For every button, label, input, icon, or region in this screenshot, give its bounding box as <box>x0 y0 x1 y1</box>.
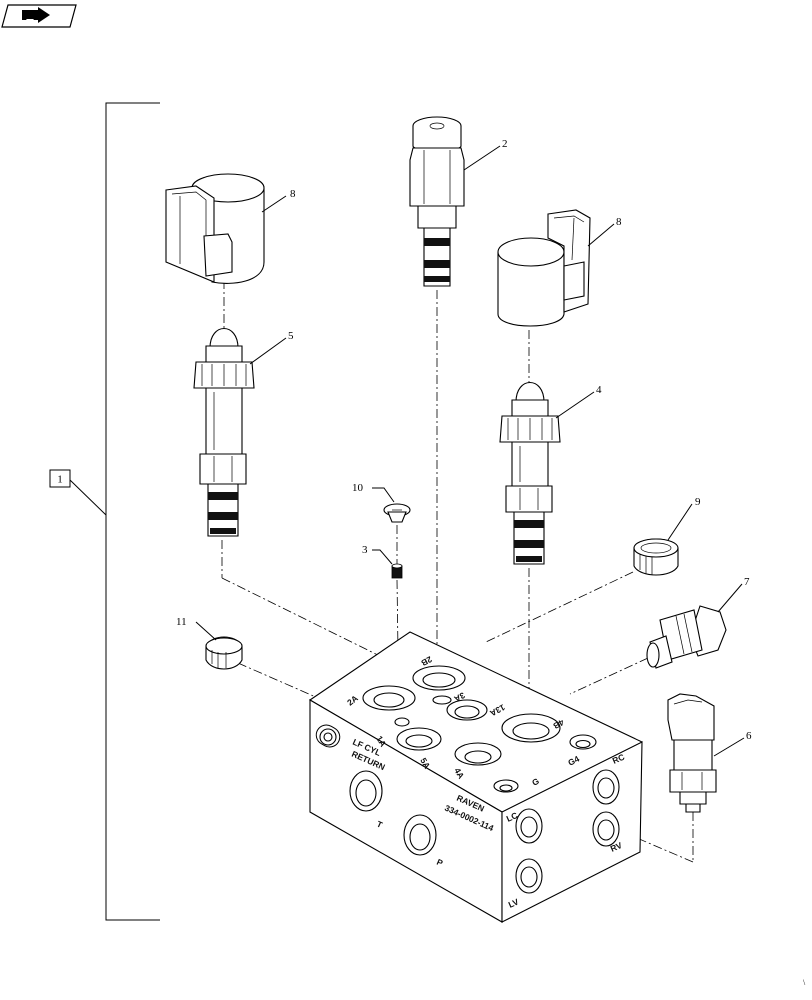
solenoid-valve-4 <box>499 382 561 565</box>
port-label-g4: G4 <box>566 753 581 767</box>
port-label-3a: 3A <box>452 690 466 704</box>
callout-2: 2 <box>502 138 508 150</box>
callout-6: 6 <box>746 730 752 742</box>
pressure-switch-6 <box>667 693 717 813</box>
arrow-right-icon <box>22 7 50 24</box>
plug-11 <box>205 636 243 670</box>
callout-5: 5 <box>288 330 294 342</box>
callout-10: 10 <box>352 482 364 494</box>
port-label-g: G <box>530 776 541 788</box>
set-screw-3 <box>391 563 403 579</box>
port-label-2b: 2B <box>419 654 433 668</box>
nav-button[interactable] <box>1 4 77 28</box>
port-label-5a: 5A <box>418 756 432 770</box>
callout-8-left: 8 <box>290 188 296 200</box>
assembly-bracket: 1 <box>49 102 160 921</box>
port-label-rc: RC <box>611 752 626 766</box>
manifold-block: 2A 2B 3A 13A 4B 1A 5A 4A G G4 LF CYL RET… <box>308 631 643 923</box>
callout-7: 7 <box>744 576 750 588</box>
port-label-4b: 4B <box>551 717 565 731</box>
callout-9: 9 <box>695 496 701 508</box>
svg-text:\: \ <box>803 978 806 987</box>
port-label-t: T <box>375 819 385 831</box>
port-label-4a: 4A <box>452 766 466 780</box>
solenoid-valve-5 <box>193 328 255 537</box>
callout-3: 3 <box>362 544 368 556</box>
callout-8-right: 8 <box>616 216 622 228</box>
solenoid-coil-right <box>497 209 591 327</box>
callout-4: 4 <box>596 384 602 396</box>
solenoid-coil-left <box>165 173 265 284</box>
port-label-rv: RV <box>609 840 624 854</box>
callout-11: 11 <box>176 616 187 628</box>
check-valve-7 <box>646 605 727 669</box>
port-label-1a: 1A <box>374 734 388 748</box>
plug-9 <box>633 538 679 576</box>
port-label-lv: LV <box>507 896 521 909</box>
callout-1: 1 <box>57 474 63 486</box>
screw-10 <box>383 503 411 523</box>
port-label-p: P <box>435 857 445 869</box>
port-label-lc: LC <box>505 810 519 824</box>
relief-cartridge <box>409 116 465 287</box>
